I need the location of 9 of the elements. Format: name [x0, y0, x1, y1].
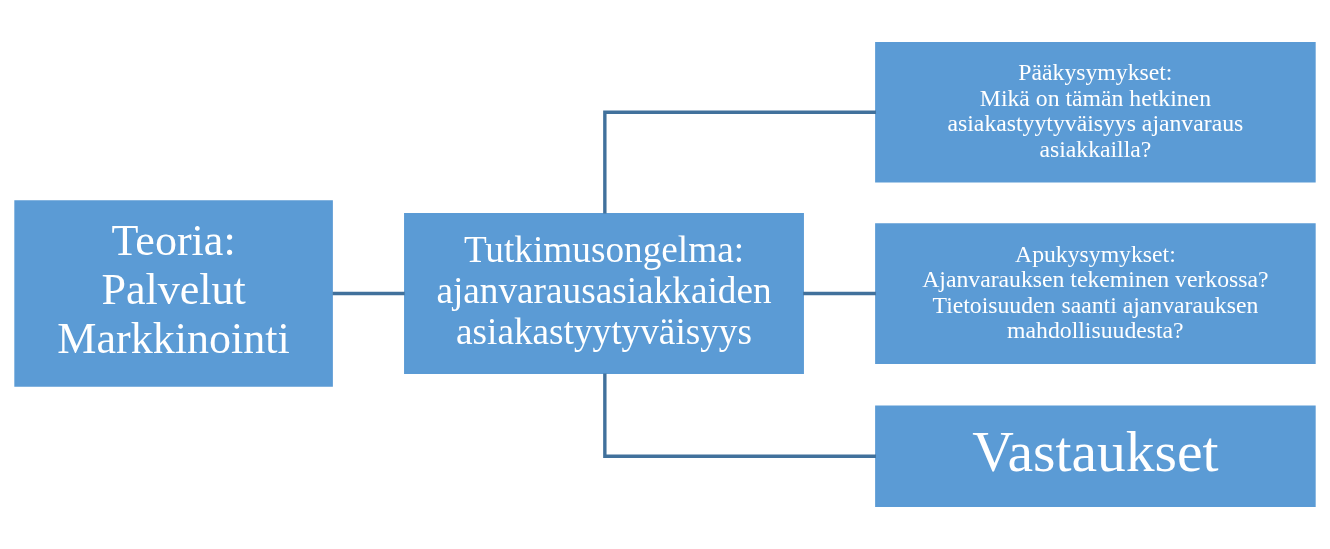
node-box: Teoria: Palvelut Markkinointi	[14, 200, 333, 387]
node-box: Tutkimusongelma: ajanvarausasiakkaiden asiakastyytyväisyys	[404, 213, 804, 375]
connector	[803, 291, 876, 296]
node-box: Vastaukset	[875, 405, 1316, 508]
node-box: Apukysymykset: Ajanvarauksen tekeminen verkossa? Tietoisuuden saanti ajanvarauksen mahdollisuudesta?	[875, 223, 1316, 364]
node-box: Pääkysymykset: Mikä on tämän hetkinen asiakastyytyväisyys ajanvaraus asiakkailla?	[875, 41, 1316, 183]
connector	[603, 373, 876, 458]
connector	[603, 110, 876, 214]
connector	[332, 291, 405, 296]
